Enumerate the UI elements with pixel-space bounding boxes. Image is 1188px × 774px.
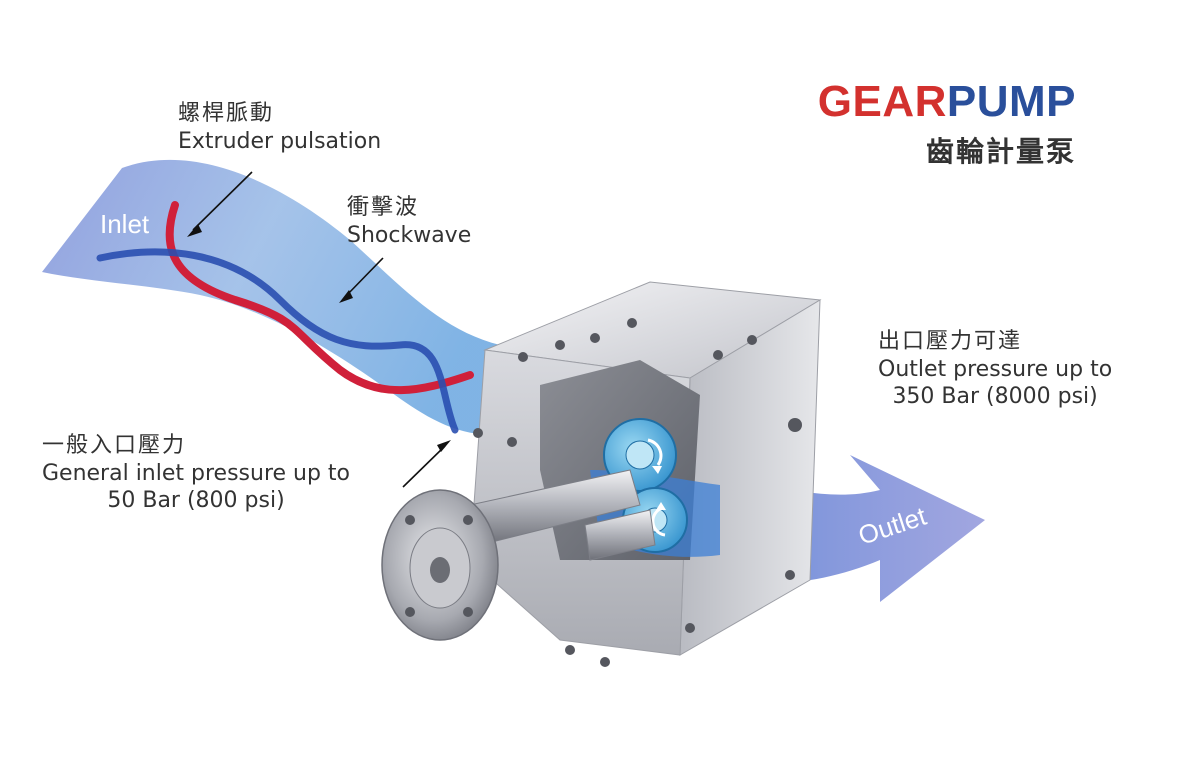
brand-title-pump: PUMP [946, 77, 1076, 126]
outlet-pressure-zh: 出口壓力可達 [878, 329, 1023, 354]
arrow-extruder-icon [187, 171, 253, 237]
outlet-pressure-en-line1: Outlet pressure up to [878, 356, 1113, 382]
bolt-hole [565, 645, 575, 655]
rotation-arrow-upper-icon [647, 438, 663, 466]
extruder-pulsation-en: Extruder pulsation [178, 128, 382, 154]
bolt-hole [785, 570, 795, 580]
bolt-hole [713, 350, 723, 360]
rotation-arrow-lower-icon [651, 506, 666, 537]
shockwave-zh: 衝擊波 [347, 195, 420, 220]
brand-subtitle-zh: 齒輪計量泵 [925, 135, 1076, 169]
inlet-pressure-zh: 一般入口壓力 [42, 433, 187, 458]
bolt-hole [747, 335, 757, 345]
inlet-pressure-en-line2: 50 Bar (800 psi) [107, 488, 285, 513]
inlet-pressure-en-line1: General inlet pressure up to [42, 460, 351, 486]
shockwave-wave [96, 248, 459, 434]
shockwave-label: 衝擊波 Shockwave [347, 194, 471, 249]
bolt-hole [685, 623, 695, 633]
bolt-hole [600, 657, 610, 667]
brand-block: GEARPUMP 齒輪計量泵 [817, 77, 1076, 170]
bolt-hole [627, 318, 637, 328]
bolt-hole [555, 340, 565, 350]
bolt-hole [473, 428, 483, 438]
bolt-hole [590, 333, 600, 343]
extruder-pulsation-wave [165, 201, 474, 395]
shockwave-en: Shockwave [347, 222, 472, 248]
bolt-hole [518, 352, 528, 362]
rotation-arrowhead-lower-icon [656, 502, 666, 510]
extruder-pulsation-zh: 螺桿脈動 [178, 101, 275, 126]
rotation-arrowhead-upper-icon [652, 466, 662, 474]
arrow-inlet-pressure-icon [402, 440, 451, 488]
bolt-hole [507, 437, 517, 447]
inlet-flow-label: Inlet [100, 209, 150, 239]
outlet-pressure-label: 出口壓力可達 Outlet pressure up to 350 Bar (80… [878, 328, 1112, 411]
brand-title-gear: GEAR [817, 77, 947, 126]
inlet-pressure-label: 一般入口壓力 General inlet pressure up to 50 B… [42, 432, 350, 515]
bolt-hole [788, 418, 802, 432]
arrow-shockwave-icon [339, 257, 384, 303]
extruder-pulsation-label: 螺桿脈動 Extruder pulsation [178, 100, 381, 155]
outlet-pressure-en-line2: 350 Bar (8000 psi) [892, 384, 1098, 409]
brand-title: GEARPUMP [817, 77, 1076, 126]
second-shaft [584, 509, 656, 561]
drive-flange [381, 489, 499, 641]
